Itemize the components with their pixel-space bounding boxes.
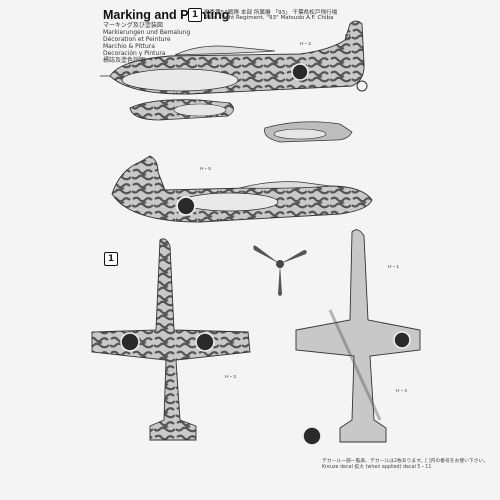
language-titles: マーキング及び塗装図 Markierungen und Bemalung Déc… bbox=[103, 22, 190, 64]
tail-number: 93 bbox=[345, 34, 351, 40]
engine-nacelle-detail-right bbox=[264, 121, 353, 143]
hinomaru-marking bbox=[302, 426, 322, 446]
hinomaru-marking bbox=[393, 331, 411, 349]
section-badge: 1 bbox=[104, 252, 118, 266]
footnote-line-english: Kreuze decal 拡大 (when applied) decal 5・1… bbox=[322, 465, 432, 470]
hinomaru-marking bbox=[176, 196, 196, 216]
hinomaru-marking bbox=[291, 63, 309, 81]
bottom-view-aircraft: H・1 H・4 bbox=[295, 229, 421, 446]
side-view-aircraft: 93 H・2 bbox=[100, 20, 368, 95]
title-french: Décoration et Peinture bbox=[103, 36, 171, 43]
unit-description-english: 53rd Flight Regiment, "93" Matsudo A.F. … bbox=[204, 15, 334, 21]
title-german: Markierungen und Bemalung bbox=[103, 29, 191, 36]
engine-nacelle-detail-left bbox=[129, 99, 234, 121]
scheme-badge: 1 bbox=[188, 8, 202, 22]
title-japanese: マーキング及び塗装図 bbox=[103, 22, 163, 29]
unit-description-japanese: 飛行第53戦隊 本部 所属機 「93」 千葉県松戸飛行場 bbox=[204, 10, 338, 16]
propeller-detail bbox=[253, 245, 307, 296]
callout-label: H・4 bbox=[396, 388, 407, 394]
side-view-aircraft-opposite: H・5 bbox=[111, 155, 373, 223]
decal-footnote: デカール一部一覧表、デカールは2枚あります。[ ]内の番号をお使い下さい。 Kr… bbox=[322, 459, 488, 471]
hinomaru-marking bbox=[120, 332, 140, 352]
top-view-aircraft: H・3 bbox=[91, 238, 251, 441]
hinomaru-marking bbox=[195, 332, 215, 352]
callout-label: H・5 bbox=[200, 166, 211, 172]
callout-label: H・1 bbox=[388, 264, 399, 270]
title-chinese: 標誌及塗色說明 bbox=[103, 57, 146, 64]
callout-label: H・2 bbox=[300, 41, 311, 47]
title-spanish: Decoración y Pintura bbox=[103, 50, 166, 57]
footnote-line-japanese: デカール一部一覧表、デカールは2枚あります。[ ]内の番号をお使い下さい。 bbox=[322, 459, 489, 464]
callout-label: H・3 bbox=[225, 374, 236, 380]
title-italian: Marchio & Pittura bbox=[103, 43, 155, 50]
